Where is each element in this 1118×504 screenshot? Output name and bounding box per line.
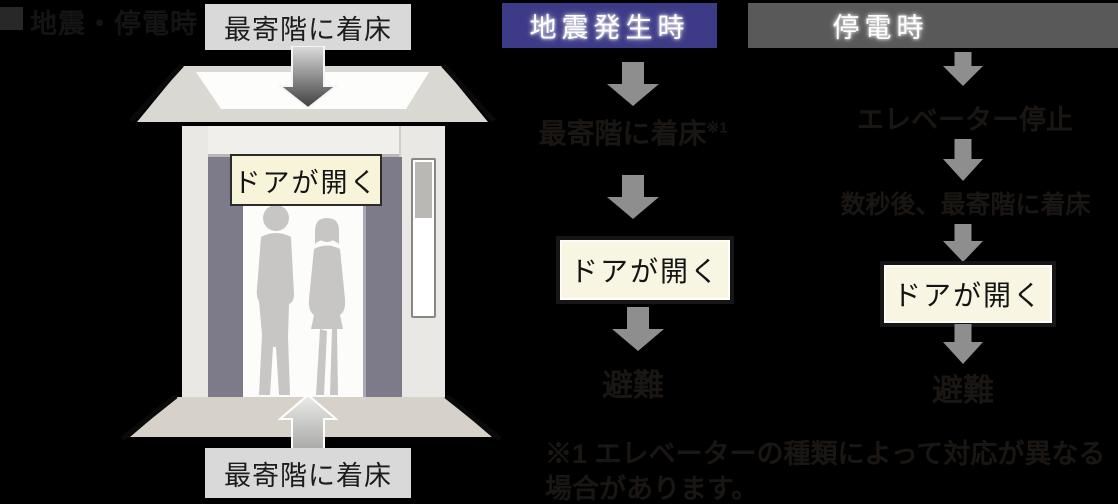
elevator-top-label: 最寄階に着床 bbox=[205, 4, 411, 50]
earthquake-step1: 最寄階に着床※1 bbox=[528, 112, 738, 152]
down-arrow-icon bbox=[278, 46, 338, 110]
down-arrow-icon bbox=[607, 62, 659, 106]
elevator-control-panel bbox=[411, 158, 436, 318]
power-step2: 数秒後、最寄階に着床 bbox=[840, 191, 1091, 219]
power-step1: エレベーター停止 bbox=[857, 105, 1073, 135]
down-arrow-icon bbox=[943, 139, 983, 181]
power-outage-flow-header: 停電時 bbox=[748, 3, 1118, 48]
power-evacuate: 避難 bbox=[932, 373, 994, 408]
down-arrow-icon bbox=[943, 324, 983, 364]
elevator-door-open-label: ドアが開く bbox=[230, 154, 382, 206]
page-title: 地震・停電時 bbox=[30, 9, 198, 39]
passenger-silhouettes-icon bbox=[256, 205, 346, 395]
power-door-open-box: ドアが開く bbox=[880, 261, 1056, 327]
down-arrow-icon bbox=[607, 175, 659, 219]
footnote-line1: ※1 エレベーターの種類によって対応が異なる bbox=[545, 439, 1106, 469]
earthquake-evacuate: 避難 bbox=[602, 368, 664, 403]
elevator-left-frame bbox=[182, 126, 210, 397]
earthquake-step1-text: 最寄階に着床 bbox=[538, 118, 707, 149]
footnote-line2: 場合があります。 bbox=[545, 474, 759, 504]
down-arrow-icon bbox=[943, 224, 983, 262]
earthquake-door-open-box: ドアが開く bbox=[556, 236, 734, 304]
down-arrow-icon bbox=[612, 307, 664, 351]
elevator-bottom-label: 最寄階に着床 bbox=[205, 448, 411, 498]
elevator-lintel bbox=[208, 126, 399, 157]
title-square-icon bbox=[0, 7, 23, 30]
earthquake-flow-header: 地震発生時 bbox=[502, 3, 717, 48]
note-reference: ※1 bbox=[706, 119, 728, 137]
down-arrow-icon bbox=[943, 52, 983, 86]
control-panel-display bbox=[415, 162, 432, 218]
